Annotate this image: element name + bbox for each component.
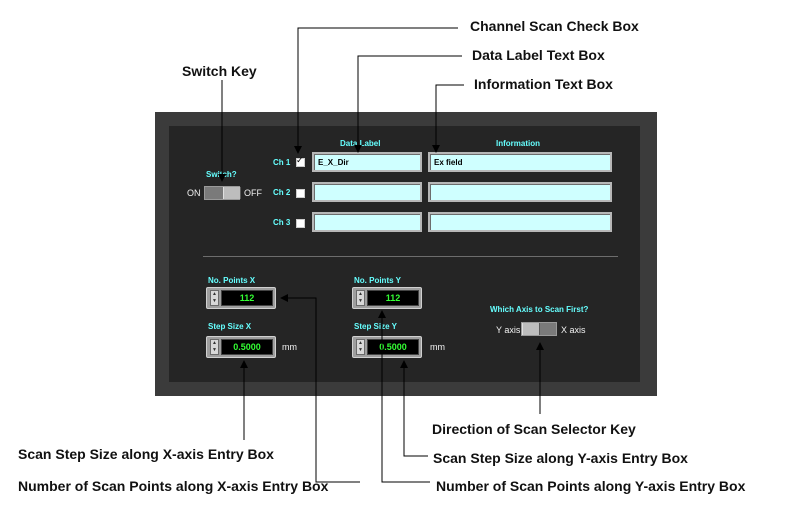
- step-x-unit: mm: [282, 342, 297, 352]
- channel-2-data-label-field[interactable]: [312, 182, 422, 202]
- callout-num-points-y-entry: Number of Scan Points along Y-axis Entry…: [436, 478, 746, 494]
- switch-toggle[interactable]: [204, 186, 241, 200]
- column-header-data-label: Data Label: [340, 139, 381, 148]
- step-y-spinner[interactable]: ▲▼: [356, 339, 365, 355]
- step-x-spinner[interactable]: ▲▼: [210, 339, 219, 355]
- points-y-label: No. Points Y: [354, 276, 401, 285]
- callout-direction-selector-key: Direction of Scan Selector Key: [432, 421, 636, 437]
- callout-step-size-y-entry: Scan Step Size along Y-axis Entry Box: [433, 450, 688, 466]
- channel-3-information-field[interactable]: [428, 212, 612, 232]
- axis-selector-toggle[interactable]: [521, 322, 557, 336]
- points-y-spinner[interactable]: ▲▼: [356, 290, 365, 306]
- channel-1-checkbox[interactable]: [296, 155, 305, 167]
- channel-2-checkbox[interactable]: [296, 189, 305, 198]
- callout-data-label-text-box: Data Label Text Box: [472, 47, 605, 63]
- callout-num-points-x-entry: Number of Scan Points along X-axis Entry…: [18, 478, 329, 494]
- step-x-control: ▲▼ 0.5000: [206, 336, 276, 358]
- channel-1-label: Ch 1: [273, 158, 291, 167]
- switch-on-label: ON: [187, 188, 201, 198]
- switch-toggle-knob: [223, 187, 241, 199]
- step-x-label: Step Size X: [208, 322, 252, 331]
- column-header-information: Information: [496, 139, 540, 148]
- points-x-spinner[interactable]: ▲▼: [210, 290, 219, 306]
- axis-selector-right-label: X axis: [561, 325, 586, 335]
- leader-data-label: [354, 55, 462, 153]
- callout-information-text-box: Information Text Box: [474, 76, 613, 92]
- points-x-input[interactable]: 112: [221, 290, 273, 306]
- channel-2-label: Ch 2: [273, 188, 291, 197]
- points-x-control: ▲▼ 112: [206, 287, 276, 309]
- panel-divider: [203, 256, 618, 257]
- channel-3-data-label-field[interactable]: [312, 212, 422, 232]
- callout-step-size-x-entry: Scan Step Size along X-axis Entry Box: [18, 446, 274, 462]
- leader-step-y: [400, 360, 428, 457]
- leader-points-y: [378, 310, 430, 483]
- points-y-control: ▲▼ 112: [352, 287, 422, 309]
- step-y-input[interactable]: 0.5000: [367, 339, 419, 355]
- callout-channel-scan-check-box: Channel Scan Check Box: [470, 18, 639, 34]
- leader-points-x: [280, 294, 360, 483]
- points-x-label: No. Points X: [208, 276, 256, 285]
- channel-1-data-label-field[interactable]: E_X_Dir: [312, 152, 422, 172]
- step-x-input[interactable]: 0.5000: [221, 339, 273, 355]
- switch-off-label: OFF: [244, 188, 262, 198]
- step-y-unit: mm: [430, 342, 445, 352]
- step-y-control: ▲▼ 0.5000: [352, 336, 422, 358]
- axis-selector-left-label: Y axis: [496, 325, 521, 335]
- channel-3-label: Ch 3: [273, 218, 291, 227]
- channel-2-information-field[interactable]: [428, 182, 612, 202]
- callout-switch-key: Switch Key: [182, 63, 257, 79]
- axis-selector-title: Which Axis to Scan First?: [490, 305, 589, 314]
- points-y-input[interactable]: 112: [367, 290, 419, 306]
- axis-selector-knob: [522, 323, 540, 335]
- leader-channel-check: [294, 27, 458, 154]
- channel-1-information-field[interactable]: Ex field: [428, 152, 612, 172]
- leader-information: [432, 84, 464, 153]
- channel-3-checkbox[interactable]: [296, 219, 305, 228]
- step-y-label: Step Size Y: [354, 322, 397, 331]
